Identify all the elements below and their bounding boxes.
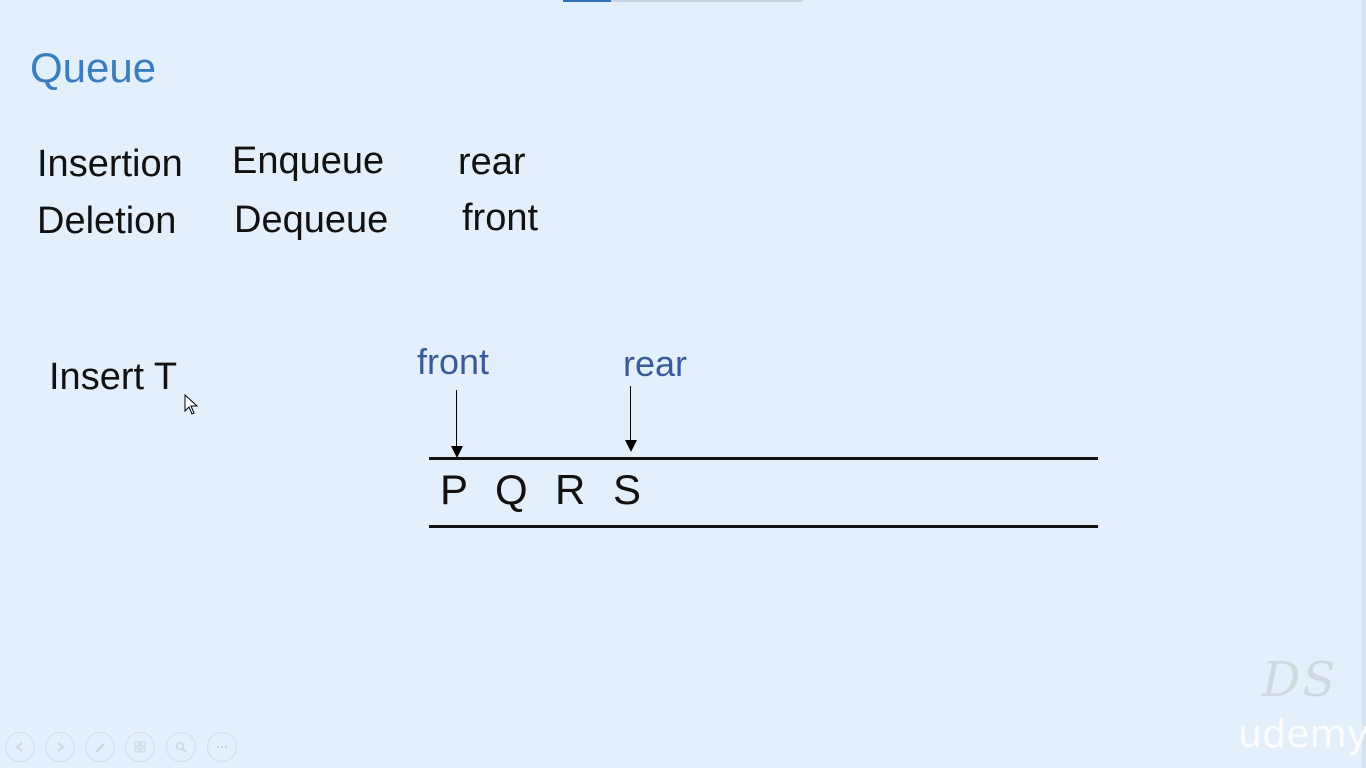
next-slide-button[interactable]	[45, 732, 75, 762]
queue-top-line	[429, 457, 1098, 460]
rear-arrow-head	[625, 440, 637, 452]
insertion-label: Insertion	[37, 143, 183, 185]
previous-icon	[15, 742, 23, 752]
udemy-watermark: udemy	[1238, 712, 1366, 756]
zoom-icon	[175, 741, 187, 753]
video-progress-fill	[563, 0, 611, 2]
slides-icon	[134, 741, 146, 753]
dequeue-label: Dequeue	[234, 199, 389, 241]
slides-overview-button[interactable]	[125, 732, 155, 762]
slide-title: Queue	[30, 44, 157, 91]
deletion-label: Deletion	[37, 200, 177, 242]
video-progress-bar[interactable]	[563, 0, 803, 2]
rear-pointer-label: rear	[623, 343, 688, 384]
queue-element: P	[440, 466, 469, 513]
instruction-text: Insert T	[49, 356, 178, 398]
insertion-end-label: rear	[458, 141, 526, 183]
ds-logo: DS	[1262, 652, 1338, 708]
enqueue-label: Enqueue	[232, 140, 385, 182]
front-pointer-label: front	[417, 341, 490, 382]
deletion-end-label: front	[462, 197, 539, 239]
rear-arrow-shaft	[630, 386, 631, 440]
queue-element: R	[555, 466, 586, 513]
queue-element: S	[613, 466, 642, 513]
next-icon	[57, 742, 65, 752]
mouse-cursor-icon	[184, 394, 199, 415]
more-icon	[216, 745, 228, 749]
slide-edge	[1362, 0, 1366, 768]
pen-icon	[95, 743, 105, 753]
front-arrow-shaft	[456, 390, 457, 446]
zoom-button[interactable]	[166, 732, 196, 762]
queue-element: Q	[495, 466, 528, 513]
previous-slide-button[interactable]	[5, 732, 35, 762]
front-arrow-head	[451, 446, 463, 458]
pen-tool-button[interactable]	[85, 732, 115, 762]
more-options-button[interactable]	[207, 732, 237, 762]
queue-bottom-line	[429, 525, 1098, 528]
